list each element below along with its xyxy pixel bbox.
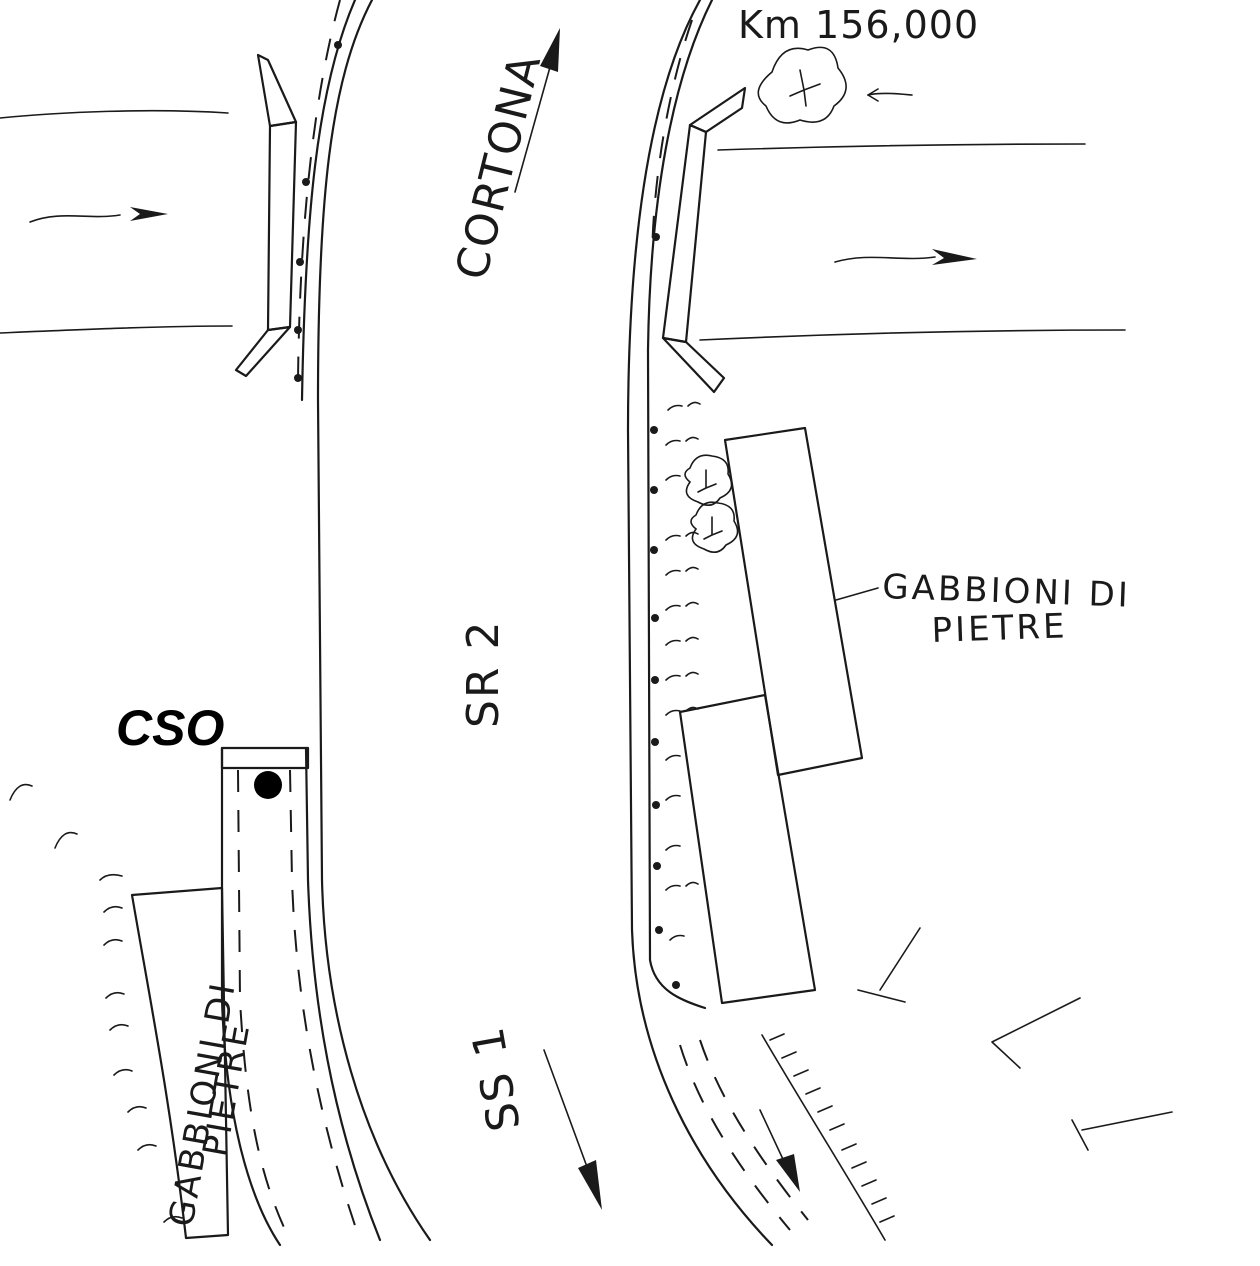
tree-icon-3 — [690, 501, 739, 553]
river-left — [0, 109, 233, 334]
grass-marks-right — [665, 401, 701, 941]
gabions-left — [130, 886, 230, 1240]
label-cortona: CORTONA — [446, 48, 551, 285]
river-right — [699, 143, 1126, 341]
tree-icon-2 — [684, 454, 733, 506]
arrow-cortona — [514, 28, 560, 193]
road-sr2 — [297, 0, 809, 1247]
guard-rail-left — [294, 41, 342, 382]
arrow-lane — [759, 1109, 800, 1192]
gabions-right — [678, 426, 879, 1005]
bridge-wall-right — [661, 86, 747, 394]
label-gabbioni-right-2: PIETRE — [931, 606, 1068, 651]
label-km: Km 156,000 — [738, 3, 979, 47]
guard-rail-right — [650, 233, 680, 989]
label-cso: CSO — [116, 700, 224, 756]
grass-marks-left — [9, 783, 183, 1223]
bridge-wall-left — [234, 53, 298, 378]
arrow-ss1 — [543, 1049, 602, 1210]
field-lines-right — [857, 927, 1173, 1151]
kerb-marks-right — [761, 1033, 895, 1241]
label-gabbioni-right-1: GABBIONI DI — [882, 567, 1132, 616]
cso-strip — [220, 746, 382, 1247]
tree-icon — [757, 46, 913, 124]
label-ss1: SS 1 — [462, 1022, 531, 1135]
cso-point-marker — [254, 771, 282, 799]
label-sr2: SR 2 — [458, 620, 509, 728]
